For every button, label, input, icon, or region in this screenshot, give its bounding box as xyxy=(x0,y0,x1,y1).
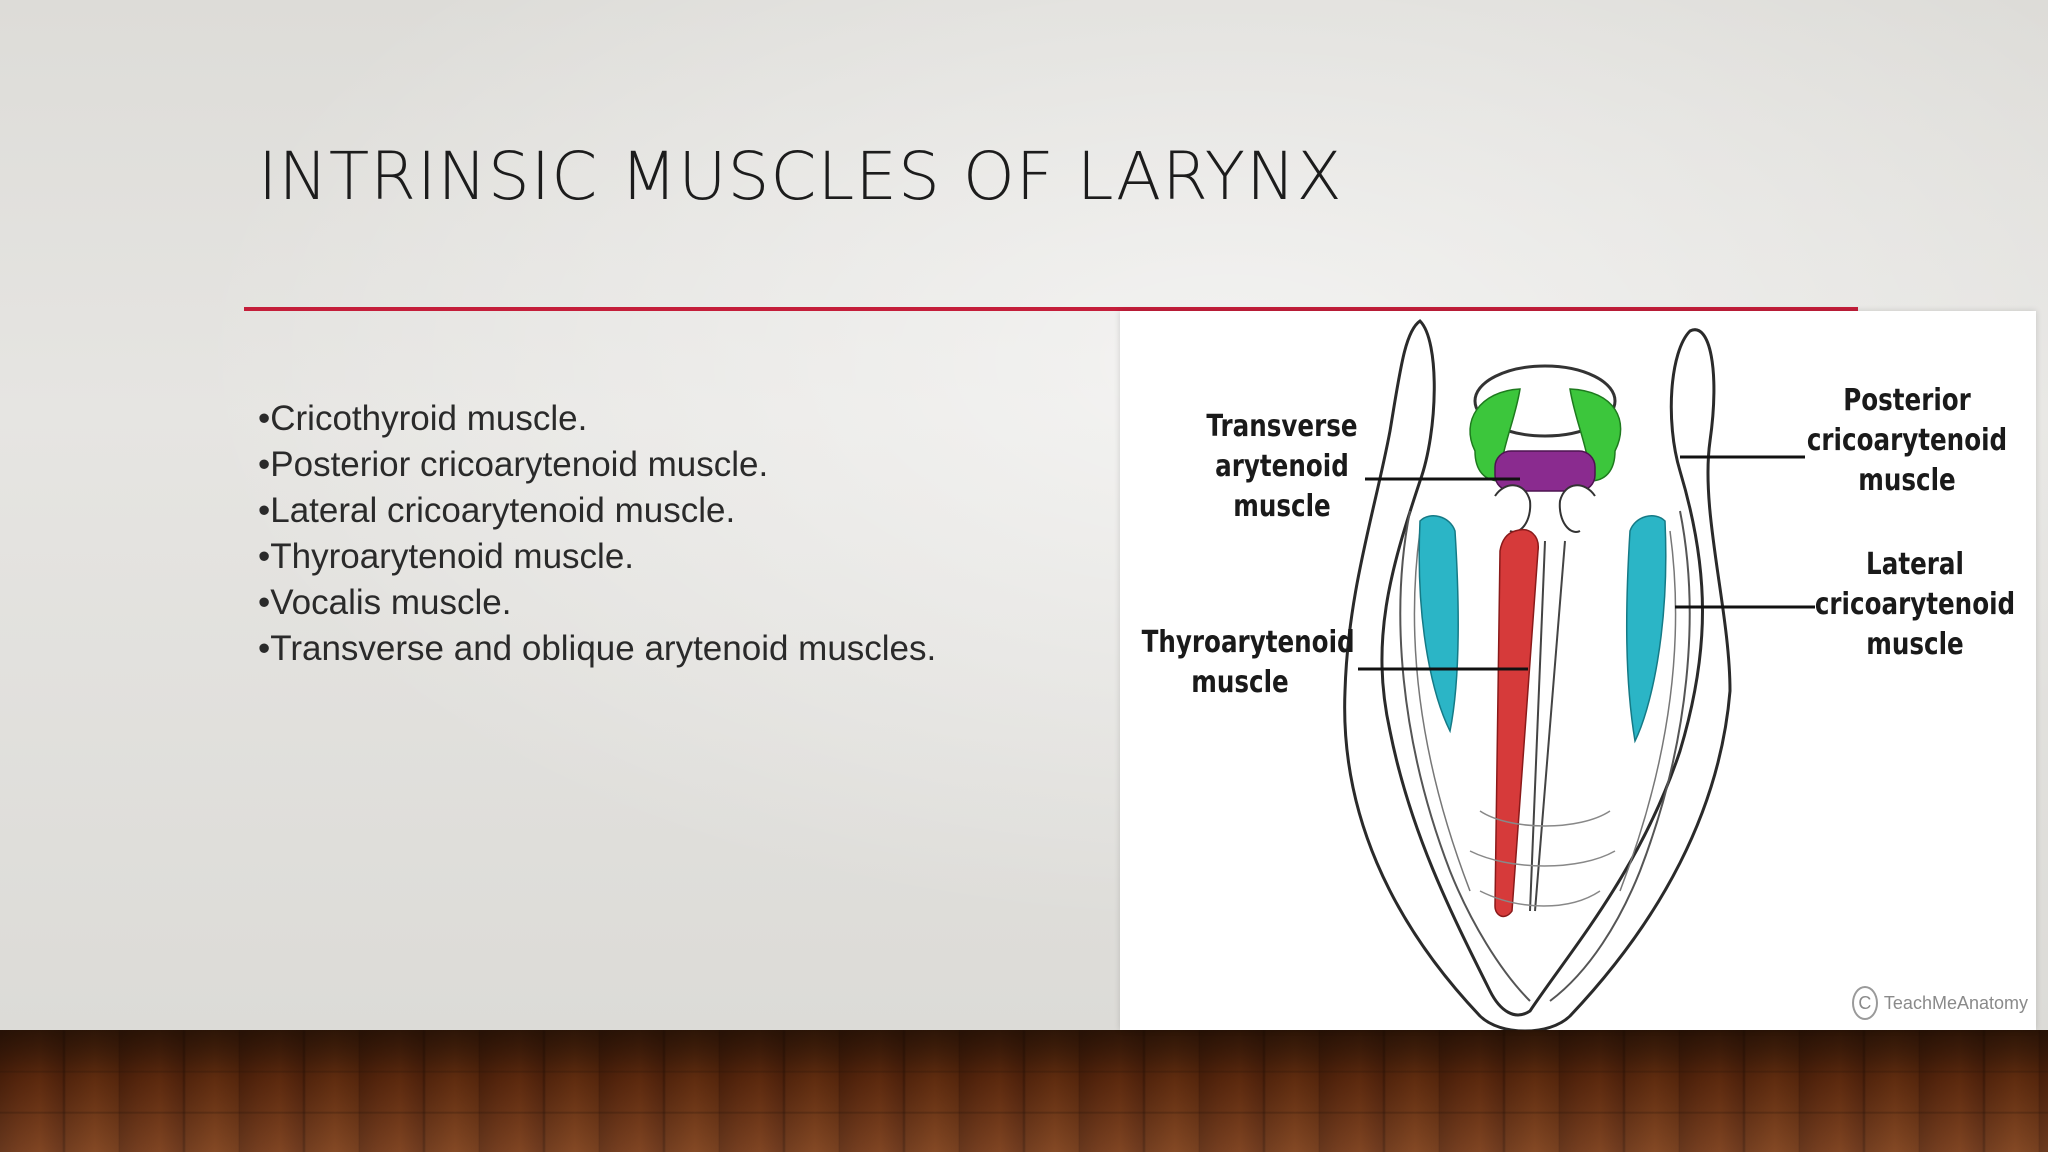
inner-contour xyxy=(1619,530,1677,892)
image-credit: C TeachMeAnatomy xyxy=(1851,986,2028,1020)
label-posterior-cricoarytenoid: Posterior cricoarytenoid muscle xyxy=(1805,381,2010,501)
label-line: muscle xyxy=(1233,489,1331,524)
larynx-illustration xyxy=(1343,319,1815,1030)
list-item: •Transverse and oblique arytenoid muscle… xyxy=(258,629,937,668)
label-line: cricoarytenoid xyxy=(1806,423,2008,458)
label-line: Posterior xyxy=(1843,383,1971,418)
hatching xyxy=(1469,810,1616,907)
label-transverse-arytenoid: Transverse arytenoid muscle xyxy=(1200,407,1364,527)
list-item: •Lateral cricoarytenoid muscle. xyxy=(258,491,736,530)
list-item: •Thyroarytenoid muscle. xyxy=(258,537,635,576)
larynx-diagram: Transverse arytenoid muscle Posterior cr… xyxy=(1120,311,2036,1030)
copyright-icon: C xyxy=(1851,986,1878,1020)
slide-title: INTRINSIC MUSCLES OF LARYNX xyxy=(258,138,1343,215)
posterior-cricoarytenoid-left xyxy=(1469,388,1521,482)
label-line: muscle xyxy=(1191,665,1289,700)
label-line: muscle xyxy=(1866,627,1964,662)
label-line: cricoarytenoid xyxy=(1814,587,2016,622)
credit-text: TeachMeAnatomy xyxy=(1883,992,2028,1013)
inner-contour xyxy=(1399,510,1531,1002)
label-line: arytenoid xyxy=(1215,449,1349,484)
inner-contour xyxy=(1549,510,1691,1002)
lateral-cricoarytenoid-left xyxy=(1418,515,1460,734)
label-line: Transverse xyxy=(1206,409,1358,444)
vocal-ligament xyxy=(1534,540,1566,912)
label-line: Lateral xyxy=(1866,547,1964,582)
label-line: Thyroarytenoid xyxy=(1141,625,1355,660)
thyroid-cartilage xyxy=(1343,319,1732,1030)
label-line: muscle xyxy=(1858,463,1956,498)
title-divider xyxy=(244,307,1858,311)
lateral-cricoarytenoid-right xyxy=(1625,515,1667,744)
posterior-cricoarytenoid-right xyxy=(1569,388,1622,482)
list-item: •Cricothyroid muscle. xyxy=(258,399,588,438)
label-thyroarytenoid: Thyroarytenoid muscle xyxy=(1141,623,1355,703)
arytenoid-cartilage xyxy=(1494,484,1532,533)
inner-contour xyxy=(1413,530,1471,892)
transverse-arytenoid xyxy=(1494,450,1596,492)
list-item: •Vocalis muscle. xyxy=(258,583,512,622)
wood-floor xyxy=(0,1030,2048,1152)
label-lateral-cricoarytenoid: Lateral cricoarytenoid muscle xyxy=(1813,545,2018,665)
muscle-list: •Cricothyroid muscle. •Posterior cricoar… xyxy=(258,396,1078,672)
list-item: •Posterior cricoarytenoid muscle. xyxy=(258,445,769,484)
thyroarytenoid xyxy=(1494,529,1539,918)
arytenoid-cartilage xyxy=(1558,484,1596,533)
vocal-ligament xyxy=(1529,540,1546,912)
